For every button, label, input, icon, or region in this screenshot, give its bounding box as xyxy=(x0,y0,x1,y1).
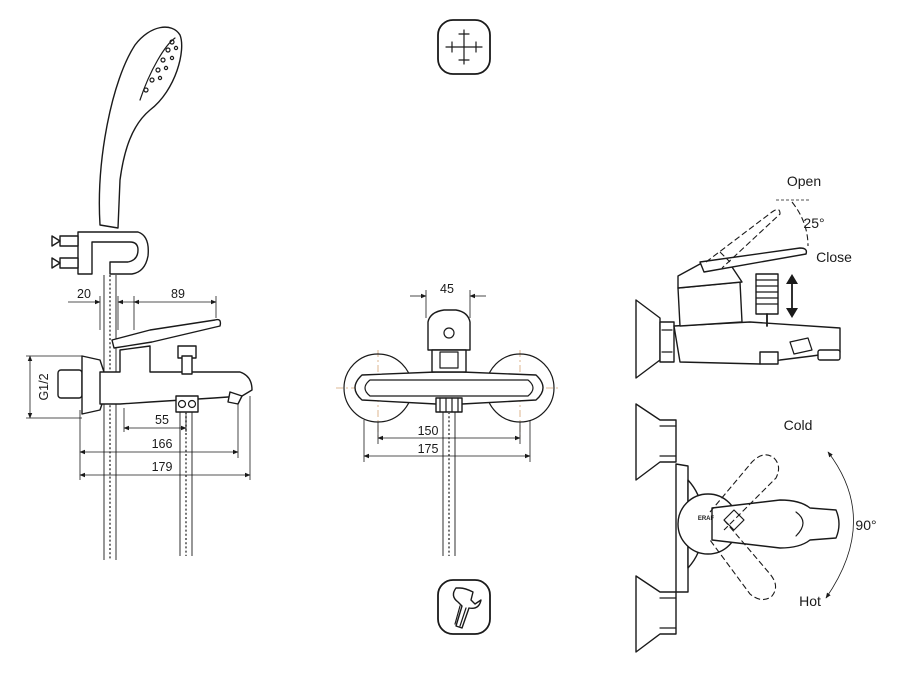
crosshair-install-icon xyxy=(437,19,491,75)
svg-text:45: 45 xyxy=(440,282,454,296)
svg-text:G1/2: G1/2 xyxy=(37,373,51,400)
svg-text:150: 150 xyxy=(418,424,439,438)
dimension-89: 89 xyxy=(133,287,217,330)
handshower-holder xyxy=(77,231,149,275)
dimension-20: 20 xyxy=(68,287,135,330)
svg-text:Close: Close xyxy=(816,249,852,265)
svg-text:89: 89 xyxy=(171,287,185,301)
dimension-55: 55 xyxy=(123,408,187,432)
svg-text:175: 175 xyxy=(418,442,439,456)
svg-text:Hot: Hot xyxy=(799,593,821,609)
svg-text:Cold: Cold xyxy=(784,417,813,433)
svg-text:55: 55 xyxy=(155,413,169,427)
svg-text:ERAF: ERAF xyxy=(698,516,715,522)
dimension-175: 175 xyxy=(363,420,531,462)
wrench-service-icon xyxy=(437,579,491,635)
dimension-g12: G1/2 xyxy=(26,355,82,419)
lever-open-close-view: 25° Open Close xyxy=(635,173,852,379)
dimension-150: 150 xyxy=(377,422,521,444)
front-view: 45 150 175 xyxy=(336,282,560,556)
side-view-with-handshower: 20 89 G1/2 55 166 179 xyxy=(26,26,253,560)
svg-text:25°: 25° xyxy=(803,215,824,231)
svg-text:20: 20 xyxy=(77,287,91,301)
up-down-arrow-icon xyxy=(786,274,798,318)
dimension-179: 179 xyxy=(79,396,251,480)
nozzle-dots xyxy=(143,39,179,93)
svg-text:90°: 90° xyxy=(855,517,876,533)
svg-text:179: 179 xyxy=(152,460,173,474)
lever-rotation-view: ERAF Cold Hot 90° xyxy=(635,403,877,653)
svg-text:166: 166 xyxy=(152,437,173,451)
svg-text:Open: Open xyxy=(787,173,821,189)
dimension-45: 45 xyxy=(410,282,486,318)
dimension-166: 166 xyxy=(79,404,239,480)
handshower-head xyxy=(98,26,183,229)
